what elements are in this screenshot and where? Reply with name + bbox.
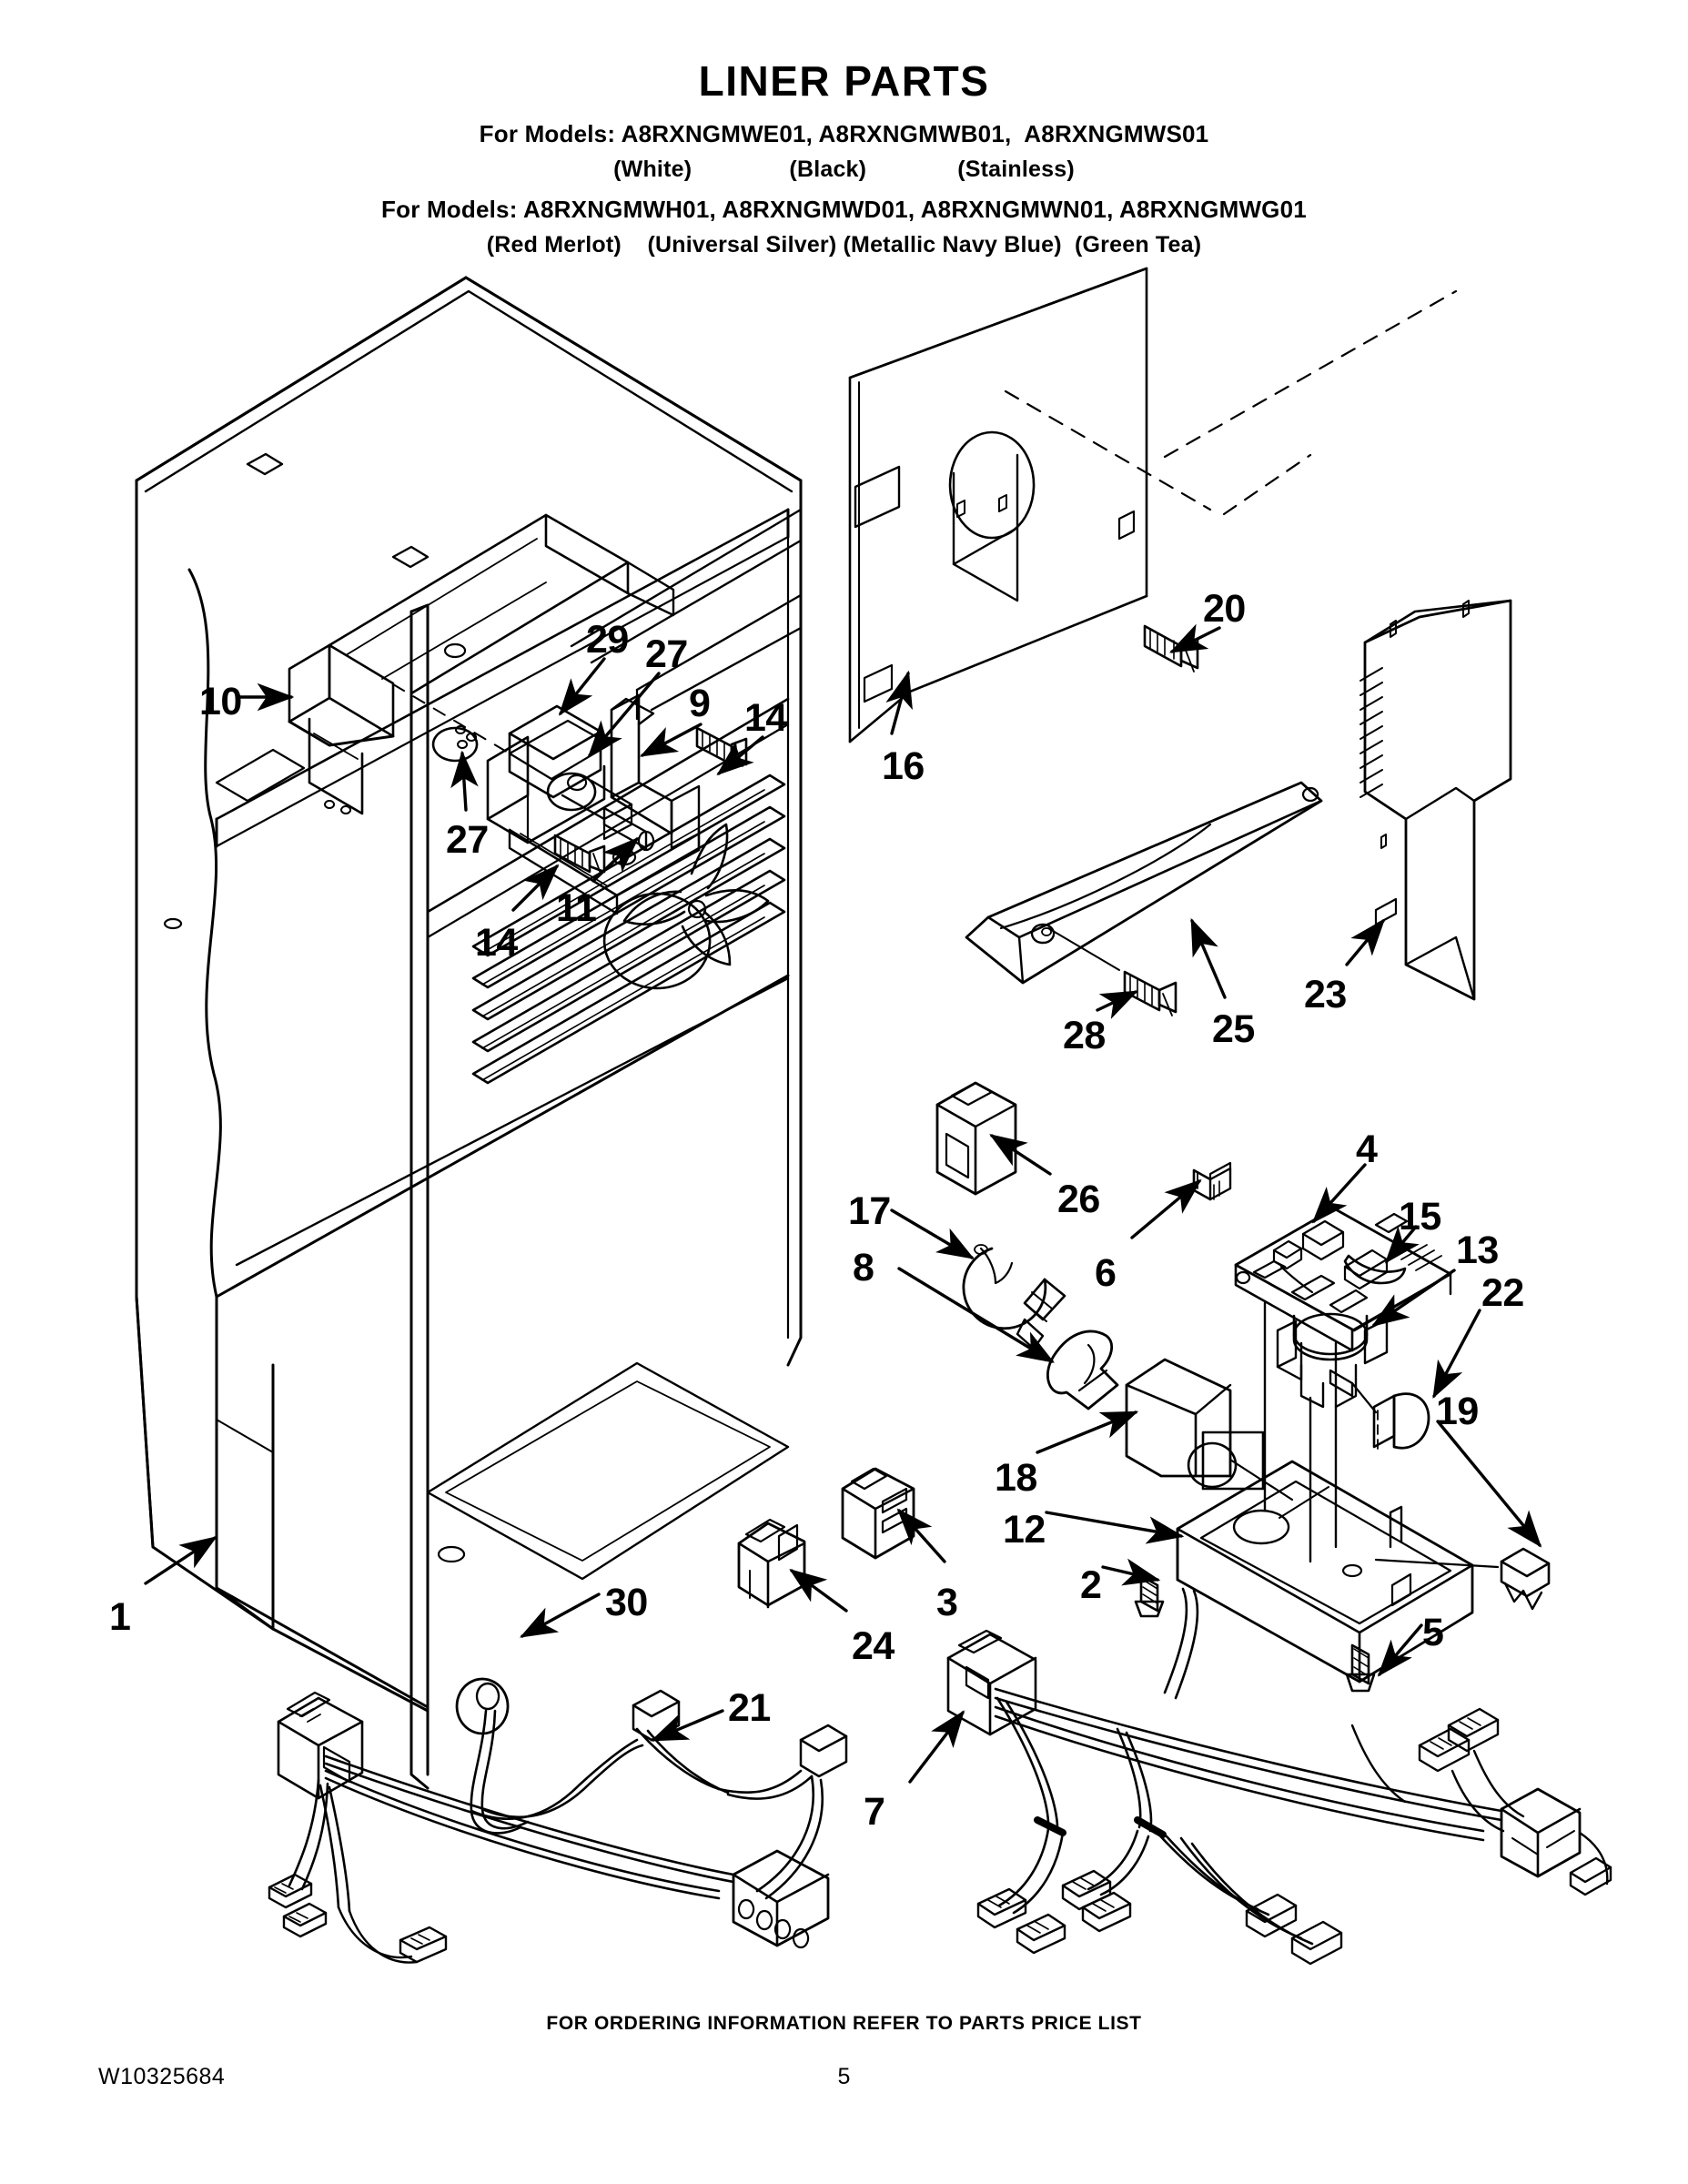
callout-number-8: 8 bbox=[853, 1246, 874, 1289]
screw-part-20 bbox=[1143, 624, 1199, 672]
callout-number-2: 2 bbox=[1080, 1563, 1102, 1607]
models-line-2: For Models: A8RXNGMWH01, A8RXNGMWD01, A8… bbox=[381, 196, 1307, 223]
callout-number-30: 30 bbox=[605, 1581, 648, 1624]
leader-9 bbox=[639, 723, 702, 757]
leader-25 bbox=[1190, 917, 1227, 999]
leader-14-lower bbox=[511, 864, 560, 912]
callout-number-9: 9 bbox=[689, 682, 711, 725]
callout-number-26: 26 bbox=[1057, 1178, 1100, 1221]
screw-part-28 bbox=[1123, 970, 1178, 1016]
leader-8 bbox=[897, 1267, 1055, 1363]
ordering-information-note: FOR ORDERING INFORMATION REFER TO PARTS … bbox=[546, 2013, 1142, 2034]
leader-lines bbox=[144, 623, 1542, 1784]
leader-20 bbox=[1168, 623, 1221, 653]
leader-26 bbox=[989, 1134, 1052, 1176]
callout-number-10: 10 bbox=[199, 680, 242, 723]
leader-19 bbox=[1436, 1420, 1542, 1548]
wire-harness-part-21 bbox=[268, 1689, 848, 1964]
duct-shield-part-25 bbox=[965, 781, 1323, 985]
leader-17 bbox=[890, 1208, 975, 1259]
callout-number-29: 29 bbox=[586, 618, 629, 662]
callout-number-25: 25 bbox=[1212, 1007, 1255, 1051]
thermostat-part-13 bbox=[1276, 1265, 1389, 1563]
callout-number-12: 12 bbox=[1003, 1508, 1046, 1552]
leader-4 bbox=[1311, 1163, 1367, 1224]
light-bulb-part-17 bbox=[962, 1244, 1066, 1350]
callout-number-15: 15 bbox=[1399, 1195, 1441, 1239]
leader-30 bbox=[520, 1592, 601, 1638]
terminal-cover-part-26 bbox=[935, 1081, 1017, 1196]
leader-27-upper bbox=[587, 672, 661, 758]
callout-number-16: 16 bbox=[882, 744, 925, 788]
page-title: LINER PARTS bbox=[698, 57, 990, 105]
callout-number-7: 7 bbox=[864, 1790, 885, 1834]
leader-2 bbox=[1101, 1558, 1161, 1586]
leader-27-lower bbox=[450, 750, 479, 812]
callout-number-5: 5 bbox=[1422, 1611, 1444, 1654]
leader-28 bbox=[1096, 990, 1139, 1019]
leader-6 bbox=[1130, 1178, 1202, 1239]
callout-number-24: 24 bbox=[852, 1624, 895, 1668]
leader-12 bbox=[1045, 1511, 1185, 1544]
callout-number-28: 28 bbox=[1063, 1014, 1106, 1057]
wire-harness-part-7 bbox=[946, 1587, 1612, 1966]
leader-16 bbox=[885, 670, 913, 735]
screw-part-14-lower bbox=[553, 834, 606, 875]
wire-jumper-part-15 bbox=[1343, 1254, 1407, 1285]
models-line-1: For Models: A8RXNGMWE01, A8RXNGMWB01, A8… bbox=[479, 120, 1209, 147]
colors-line-1: (White) (Black) (Stainless) bbox=[613, 157, 1075, 182]
control-housing-pan-part-12 bbox=[1134, 1460, 1474, 1693]
screw-part-5 bbox=[1345, 1643, 1376, 1693]
rear-air-duct-panel-part-16 bbox=[848, 267, 1458, 743]
callout-number-18: 18 bbox=[995, 1456, 1037, 1500]
leader-14-upper bbox=[716, 735, 764, 776]
callout-number-6: 6 bbox=[1095, 1251, 1117, 1295]
callout-number-14: 14 bbox=[744, 696, 787, 740]
fan-blade-part-11 bbox=[602, 823, 770, 990]
air-duct-cover-part-23 bbox=[1359, 599, 1512, 1001]
screw-part-2 bbox=[1134, 1574, 1165, 1618]
publication-part-number: W10325684 bbox=[98, 2064, 226, 2089]
callout-number-13: 13 bbox=[1456, 1228, 1499, 1272]
motor-grommet-part-27 bbox=[431, 725, 597, 812]
callout-number-17: 17 bbox=[848, 1189, 891, 1233]
callout-number-14: 14 bbox=[475, 921, 518, 965]
callout-number-4: 4 bbox=[1356, 1127, 1378, 1171]
callout-number-1: 1 bbox=[109, 1595, 131, 1639]
callout-number-11: 11 bbox=[556, 886, 597, 930]
callout-number-23: 23 bbox=[1304, 973, 1347, 1016]
callout-number-20: 20 bbox=[1203, 587, 1246, 631]
leader-29 bbox=[558, 657, 606, 716]
leader-5 bbox=[1377, 1623, 1423, 1677]
lamp-shield-part-8 bbox=[1046, 1330, 1119, 1410]
leader-18 bbox=[1036, 1410, 1139, 1454]
callout-number-27: 27 bbox=[446, 818, 489, 862]
leader-23 bbox=[1345, 918, 1386, 966]
page-number: 5 bbox=[837, 2064, 851, 2089]
leader-15 bbox=[1384, 1225, 1420, 1264]
callout-number-21: 21 bbox=[728, 1686, 771, 1730]
callout-number-27: 27 bbox=[645, 632, 688, 676]
leader-22 bbox=[1432, 1309, 1481, 1400]
leader-24 bbox=[789, 1568, 848, 1613]
colors-line-2: (Red Merlot) (Universal Silver) (Metalli… bbox=[486, 232, 1202, 258]
control-knob-part-22 bbox=[1350, 1381, 1430, 1450]
callout-number-19: 19 bbox=[1436, 1390, 1479, 1433]
shelf-rail-bracket-part-10 bbox=[288, 513, 675, 815]
leader-21 bbox=[650, 1709, 724, 1742]
callout-number-22: 22 bbox=[1481, 1271, 1524, 1315]
callout-number-3: 3 bbox=[936, 1581, 958, 1624]
cabinet-liner-outline bbox=[135, 276, 803, 1790]
connector-part-24 bbox=[737, 1518, 806, 1609]
leader-1 bbox=[144, 1536, 217, 1585]
fan-motor-bracket-part-9 bbox=[508, 693, 701, 915]
leader-3 bbox=[896, 1508, 946, 1563]
leader-7 bbox=[908, 1710, 965, 1784]
leader-13 bbox=[1371, 1269, 1456, 1327]
leader-11 bbox=[591, 836, 640, 883]
light-housing-part-18 bbox=[1125, 1358, 1294, 1502]
